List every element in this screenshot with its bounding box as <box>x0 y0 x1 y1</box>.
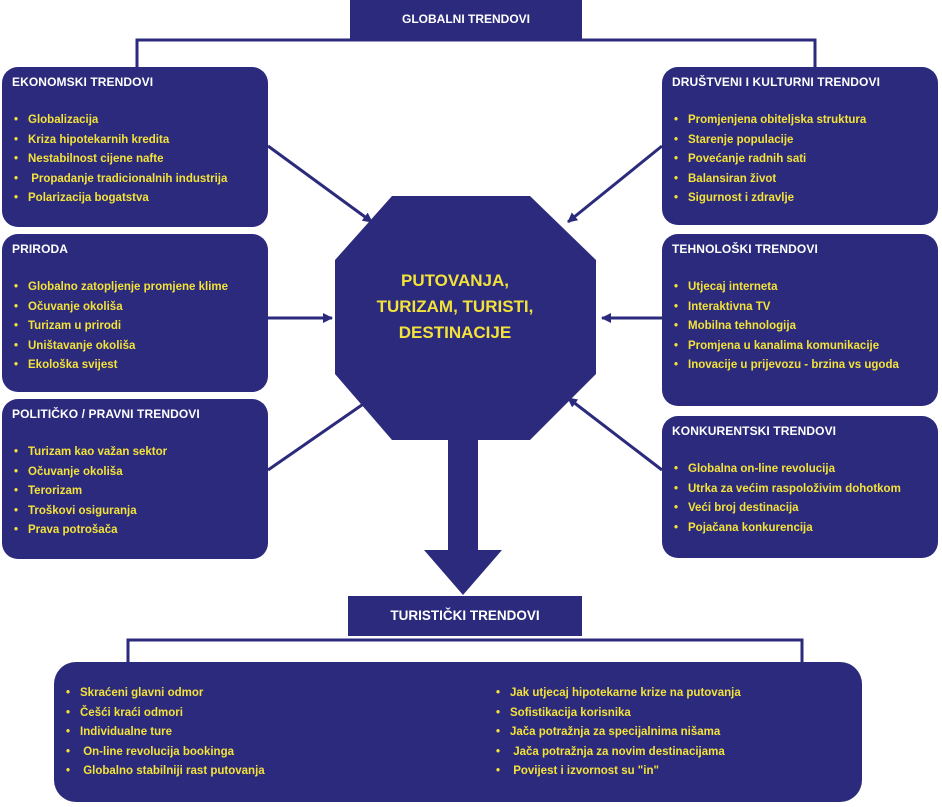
box-priroda-title: PRIRODA <box>12 242 69 256</box>
list-item: •Individualne ture <box>66 726 173 739</box>
list-item: •Veći broj destinacija <box>674 502 799 515</box>
list-item: •Utrka za većim raspoloživim dohotkom <box>674 482 901 495</box>
box-drustveni-title: DRUŠTVENI I KULTURNI TRENDOVI <box>672 75 881 89</box>
box-politicko-title: POLITIČKO / PRAVNI TRENDOVI <box>12 407 200 421</box>
list-item: •Turizam kao važan sektor <box>14 446 168 458</box>
center-line-3: DESTINACIJE <box>398 323 512 342</box>
box-priroda: PRIRODA •Globalno zatopljenje promjene k… <box>2 234 268 392</box>
list-item: •Kriza hipotekarnih kredita <box>14 133 170 146</box>
list-item: •Nestabilnost cijene nafte <box>14 153 164 166</box>
box-drustveni-list: •Promjenjena obiteljska struktura •Stare… <box>674 111 866 209</box>
list-item: •Promjenjena obiteljska struktura <box>674 114 867 126</box>
list-item: •Povećanje radnih sati <box>674 153 807 166</box>
box-tehnoloski-list: •Utjecaj interneta •Interaktivna TV •Mob… <box>674 278 899 376</box>
arrow-ekonomski <box>267 144 373 224</box>
box-ekonomski-list: •Globalizacija •Kriza hipotekarnih kredi… <box>14 111 227 209</box>
list-item: •Ekološka svijest <box>14 359 118 372</box>
arrow-drustveni <box>567 144 663 224</box>
box-turisticki: •Skraćeni glavni odmor •Češći kraći odmo… <box>54 662 862 802</box>
box-konkurentski: KONKURENTSKI TRENDOVI •Globalna on-line … <box>662 416 938 558</box>
list-item: • Jača potražnja za novim destinacijama <box>496 745 725 758</box>
box-tehnoloski-title: TEHNOLOŠKI TRENDOVI <box>672 242 818 256</box>
box-politicko: POLITIČKO / PRAVNI TRENDOVI •Turizam kao… <box>2 399 268 559</box>
center-line-1: PUTOVANJA, <box>400 271 509 290</box>
list-item: •Skraćeni glavni odmor <box>66 687 204 699</box>
box-konkurentski-title: KONKURENTSKI TRENDOVI <box>672 424 837 438</box>
top-bracket-line <box>135 38 817 70</box>
bottom-bracket-line <box>126 638 804 662</box>
global-trends-title: GLOBALNI TRENDOVI <box>402 12 530 26</box>
list-item: •Balansiran život <box>674 172 777 185</box>
list-item: •Mobilna tehnologija <box>674 320 796 333</box>
list-item: •Globalna on-line revolucija <box>674 463 835 475</box>
down-arrow-shaft <box>448 438 478 550</box>
box-ekonomski: EKONOMSKI TRENDOVI •Globalizacija •Kriza… <box>2 67 268 227</box>
box-politicko-list: •Turizam kao važan sektor •Očuvanje okol… <box>14 443 167 541</box>
global-trends-banner: GLOBALNI TRENDOVI <box>350 0 582 40</box>
list-item: •Globalno zatopljenje promjene klime <box>14 281 229 293</box>
list-item: •Turizam u prirodi <box>14 320 122 333</box>
list-item: •Inovacije u prijevozu - brzina vs ugoda <box>674 359 899 372</box>
list-item: •Terorizam <box>14 485 83 498</box>
list-item: •Jača potražnja za specijalnima nišama <box>496 726 721 739</box>
list-item: •Sigurnost i zdravlje <box>674 192 795 205</box>
center-line-2: TURIZAM, TURISTI, <box>376 297 534 316</box>
tourism-trends-banner: TURISTIČKI TRENDOVI <box>348 596 582 636</box>
list-item: •Troškovi osiguranja <box>14 504 137 517</box>
list-item: •Sofistikacija korisnika <box>496 706 631 719</box>
list-item: •Interaktivna TV <box>674 300 771 313</box>
list-item: •Promjena u kanalima komunikacije <box>674 339 880 352</box>
box-tehnoloski: TEHNOLOŠKI TRENDOVI •Utjecaj interneta •… <box>662 234 938 406</box>
list-item: •Globalizacija <box>14 114 99 126</box>
list-item: •Jak utjecaj hipotekarne krize na putova… <box>496 687 741 699</box>
list-item: •Uništavanje okoliša <box>14 339 136 352</box>
box-konkurentski-list: •Globalna on-line revolucija •Utrka za v… <box>674 460 901 538</box>
box-ekonomski-title: EKONOMSKI TRENDOVI <box>12 75 154 89</box>
list-item: •Prava potrošača <box>14 524 118 537</box>
list-item: • Propadanje tradicionalnih industrija <box>14 172 228 185</box>
list-item: •Očuvanje okoliša <box>14 465 123 478</box>
arrow-politicko <box>267 396 373 472</box>
bottom-right-list: •Jak utjecaj hipotekarne krize na putova… <box>496 684 741 782</box>
box-priroda-list: •Globalno zatopljenje promjene klime •Oč… <box>14 278 228 376</box>
box-drustveni: DRUŠTVENI I KULTURNI TRENDOVI •Promjenje… <box>662 67 938 225</box>
list-item: •Pojačana konkurencija <box>674 521 813 534</box>
list-item: •Očuvanje okoliša <box>14 300 123 313</box>
list-item: •Češći kraći odmori <box>66 706 183 719</box>
list-item: •Starenje populacije <box>674 133 794 146</box>
tourism-trends-title: TURISTIČKI TRENDOVI <box>390 608 540 623</box>
list-item: •Utjecaj interneta <box>674 281 778 293</box>
down-arrow-head <box>424 550 502 595</box>
bottom-left-list: •Skraćeni glavni odmor •Češći kraći odmo… <box>66 684 265 782</box>
list-item: • On-line revolucija bookinga <box>66 745 234 758</box>
arrow-konkurentski <box>567 396 663 472</box>
list-item: •Polarizacija bogatstva <box>14 192 149 205</box>
list-item: • Globalno stabilniji rast putovanja <box>66 765 265 778</box>
center-label: PUTOVANJA, TURIZAM, TURISTI, DESTINACIJE <box>340 268 570 346</box>
list-item: • Povijest i izvornost su "in" <box>496 765 659 778</box>
center-octagon <box>335 196 596 440</box>
